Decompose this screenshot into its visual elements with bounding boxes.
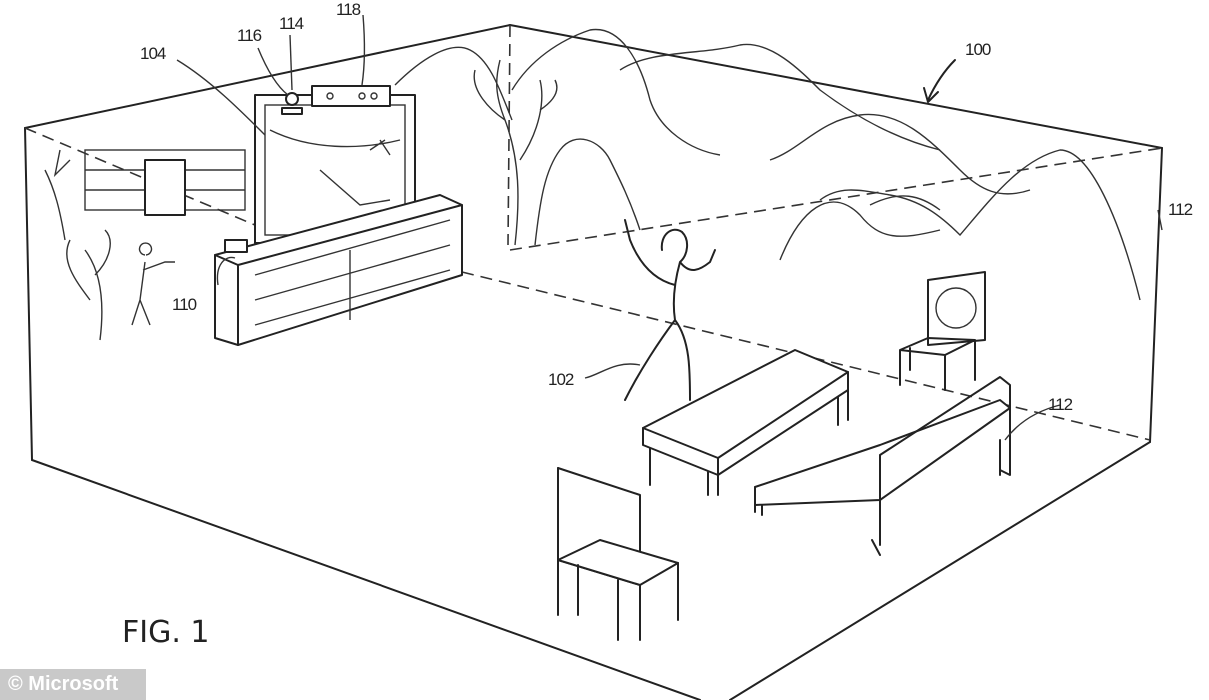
cabinet-110: [214, 194, 463, 346]
user-102: [624, 219, 716, 401]
label-112-wall: 112: [1168, 200, 1193, 219]
label-110: 110: [172, 295, 197, 314]
figure-title: FIG. 1: [122, 615, 210, 650]
leader-lines: [176, 14, 1163, 441]
label-114: 114: [279, 14, 304, 33]
label-118: 118: [336, 0, 361, 19]
label-116: 116: [237, 26, 262, 45]
label-112-couch: 112: [1048, 395, 1073, 414]
label-102: 102: [548, 370, 574, 389]
label-100: 100: [965, 40, 991, 59]
left-wall-scene: [44, 149, 246, 341]
sensor-118: [311, 85, 391, 107]
label-104: 104: [140, 44, 166, 63]
couch: [754, 376, 1011, 556]
chair-front: [557, 467, 679, 641]
watermark: © Microsoft: [0, 669, 146, 700]
chair-back: [899, 271, 986, 391]
room-box: [24, 24, 1163, 700]
mountain-scenery: [394, 28, 1141, 301]
table: [642, 349, 849, 496]
tree-drawing: [473, 59, 641, 246]
sensor-114: [285, 92, 299, 106]
